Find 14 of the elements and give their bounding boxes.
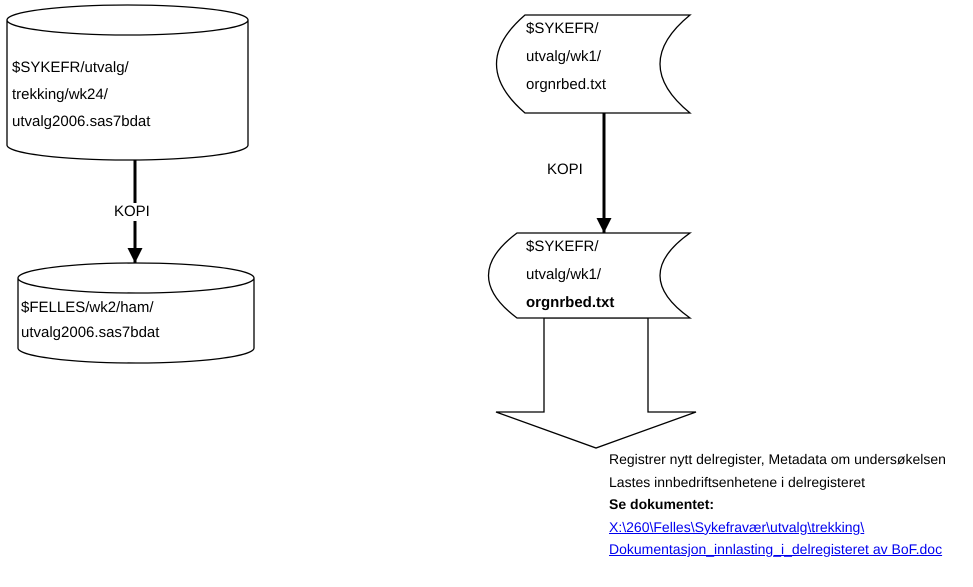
- stored-data-shape: [487, 233, 690, 318]
- arrow: [596, 113, 612, 233]
- node-label: $SYKEFR/ utvalg/wk1/ orgnrbed.txt: [526, 237, 616, 313]
- node-label: $SYKEFR/utvalg/ trekking/wk24/ utvalg2006.sas7bdat: [12, 58, 152, 132]
- database-cylinder: [7, 5, 248, 160]
- block-arrow: [495, 317, 697, 449]
- stored-data-shape: [495, 15, 690, 113]
- node-label: $FELLES/wk2/ham/ utvalg2006.sas7bdat: [21, 298, 160, 343]
- link: X:\260\Felles\Sykefravær\utvalg\trekking\ Dokumentasjon_innlasting_i_delregisteret av BoF.doc: [609, 518, 942, 557]
- text-line: Registrer nytt delregister, Metadata om undersøkelsen: [609, 450, 947, 469]
- database-cylinder: [18, 263, 254, 363]
- node-label: $SYKEFR/ utvalg/wk1/ orgnrbed.txt: [526, 19, 608, 95]
- text-line: Lastes innbedriftsenhetene i delregisteret: [609, 472, 866, 492]
- heading-text: Se dokumentet:: [609, 495, 716, 514]
